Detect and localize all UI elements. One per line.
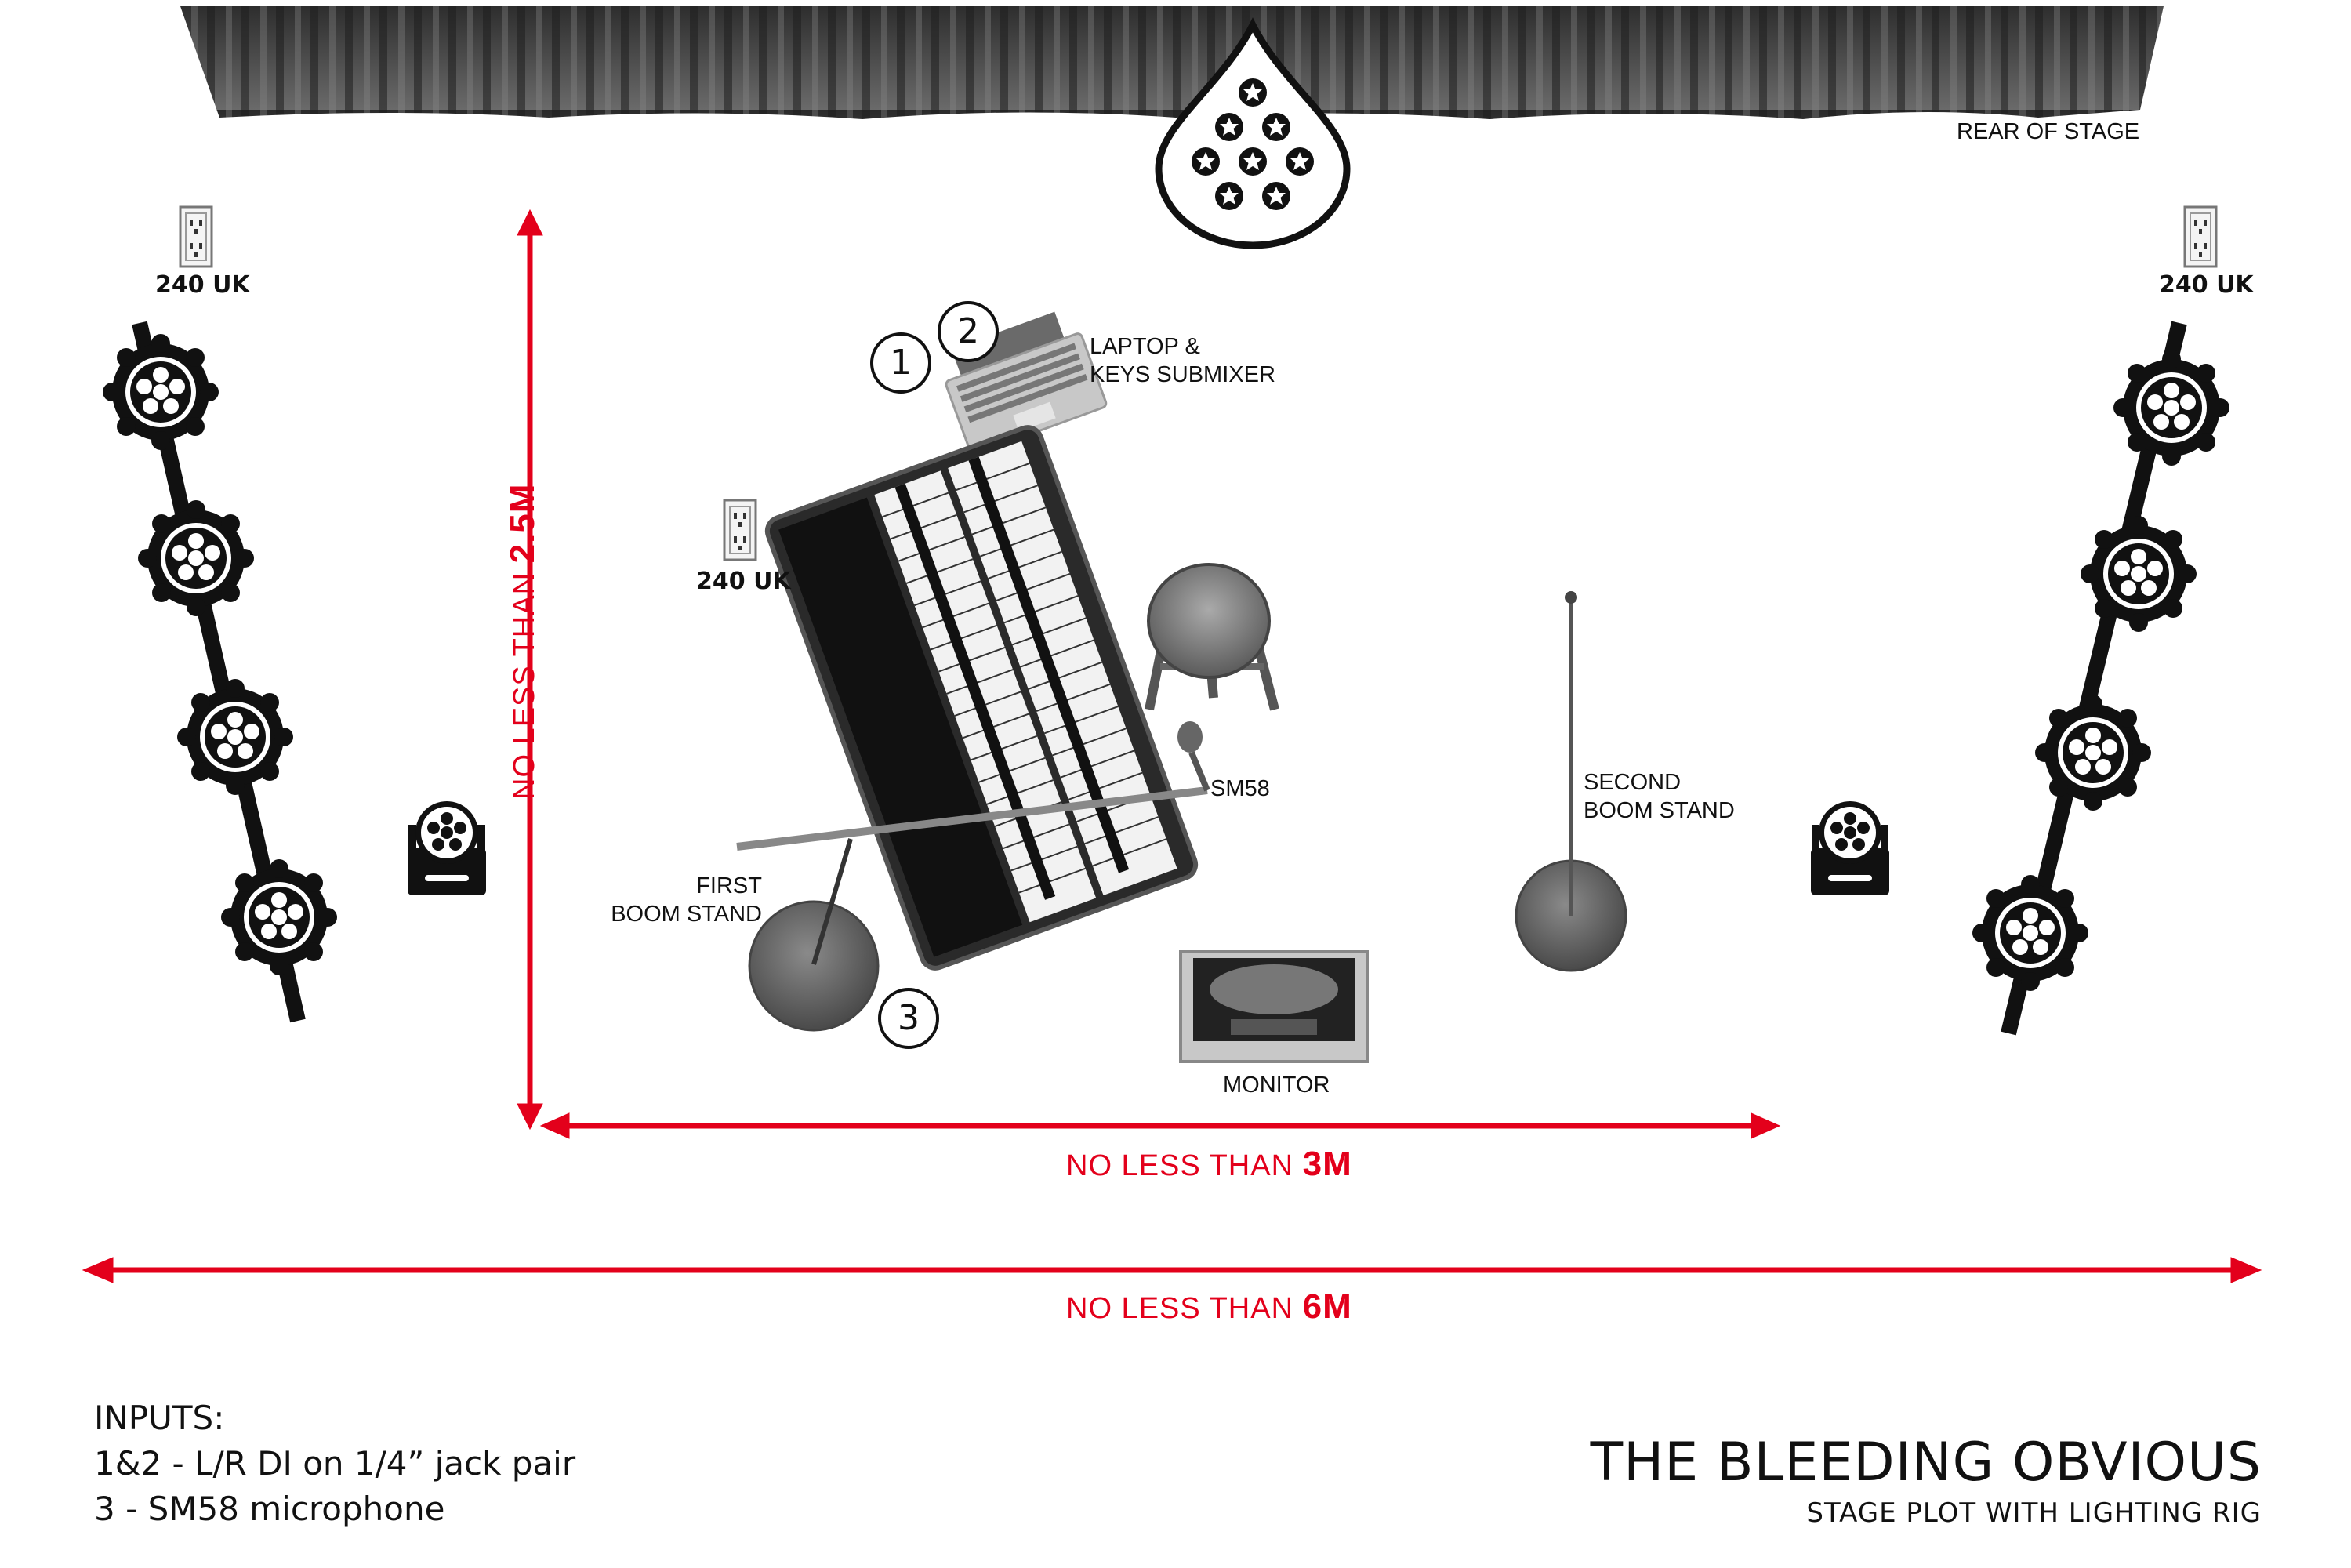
monitor-wedge-icon (1179, 950, 1369, 1063)
left-lighting-bar (103, 321, 337, 1023)
dimension-arrows (82, 209, 2262, 1283)
boom-stand-icon-first (736, 751, 1210, 1032)
par-light-icon (138, 500, 254, 616)
power-outlet-icon-right (2183, 205, 2218, 268)
depth-prefix: NO LESS THAN (508, 563, 541, 800)
width-value: 3M (1302, 1145, 1352, 1183)
second-boom-label-line2: BOOM STAND (1584, 798, 1735, 823)
input-3-marker: 3 (878, 988, 939, 1049)
keyboard-icon (764, 425, 1199, 971)
par-light-icon (2035, 695, 2151, 811)
depth-dimension-label: NO LESS THAN 2.5M (503, 484, 542, 800)
moving-head-light-icon-right (1811, 801, 1889, 895)
inputs-heading: INPUTS: (94, 1399, 225, 1437)
laptop-label-line2: KEYS SUBMIXER (1090, 362, 1275, 387)
width-prefix: NO LESS THAN (1066, 1149, 1303, 1182)
par-light-icon (2113, 350, 2229, 466)
right-lighting-bar (1972, 321, 2229, 1036)
plot-title: THE BLEEDING OBVIOUS (1590, 1432, 2262, 1494)
par-light-icon (221, 859, 337, 975)
width-dimension-label: NO LESS THAN 3M (1066, 1145, 1352, 1184)
second-boom-stand-label: SECOND BOOM STAND (1584, 768, 1735, 825)
input-1-marker: 1 (870, 332, 931, 394)
first-boom-label-line2: BOOM STAND (611, 902, 762, 927)
monitor-label: MONITOR (1223, 1073, 1330, 1098)
par-light-icon (103, 334, 219, 450)
outlet-label-left: 240 UK (155, 271, 250, 299)
par-light-icon (1972, 875, 2088, 991)
stool-icon (1145, 563, 1279, 711)
first-boom-label-line1: FIRST (696, 873, 762, 898)
full-value: 6M (1302, 1287, 1352, 1326)
boom-stand-icon-second (1515, 591, 1627, 972)
plot-subtitle: STAGE PLOT WITH LIGHTING RIG (1806, 1497, 2262, 1529)
power-outlet-icon-center (723, 499, 757, 561)
depth-value: 2.5M (503, 483, 542, 564)
outlet-label-center: 240 UK (696, 568, 791, 595)
microphone-icon (1177, 721, 1203, 753)
inputs-line-2: 3 - SM58 microphone (94, 1490, 445, 1528)
rear-of-stage-label: REAR OF STAGE (1957, 119, 2140, 144)
full-width-dimension-label: NO LESS THAN 6M (1066, 1287, 1352, 1327)
inputs-list: INPUTS: 1&2 - L/R DI on 1/4” jack pair 3… (94, 1396, 575, 1532)
inputs-line-1: 1&2 - L/R DI on 1/4” jack pair (94, 1444, 576, 1483)
moving-head-light-icon-left (408, 801, 486, 895)
laptop-label-line1: LAPTOP & (1090, 334, 1200, 359)
first-boom-stand-label: FIRST BOOM STAND (610, 872, 762, 928)
par-light-icon (2081, 516, 2197, 632)
power-outlet-icon-left (179, 205, 213, 268)
sm58-label: SM58 (1210, 776, 1270, 801)
par-light-icon (177, 679, 293, 795)
band-logo-drop (1155, 17, 1351, 249)
outlet-label-right: 240 UK (2159, 271, 2254, 299)
full-prefix: NO LESS THAN (1066, 1292, 1303, 1325)
second-boom-label-line1: SECOND (1584, 770, 1682, 795)
laptop-label: LAPTOP & KEYS SUBMIXER (1090, 332, 1275, 389)
curtain (180, 6, 2164, 119)
laptop-icon (945, 311, 1108, 456)
input-2-marker: 2 (938, 301, 999, 362)
